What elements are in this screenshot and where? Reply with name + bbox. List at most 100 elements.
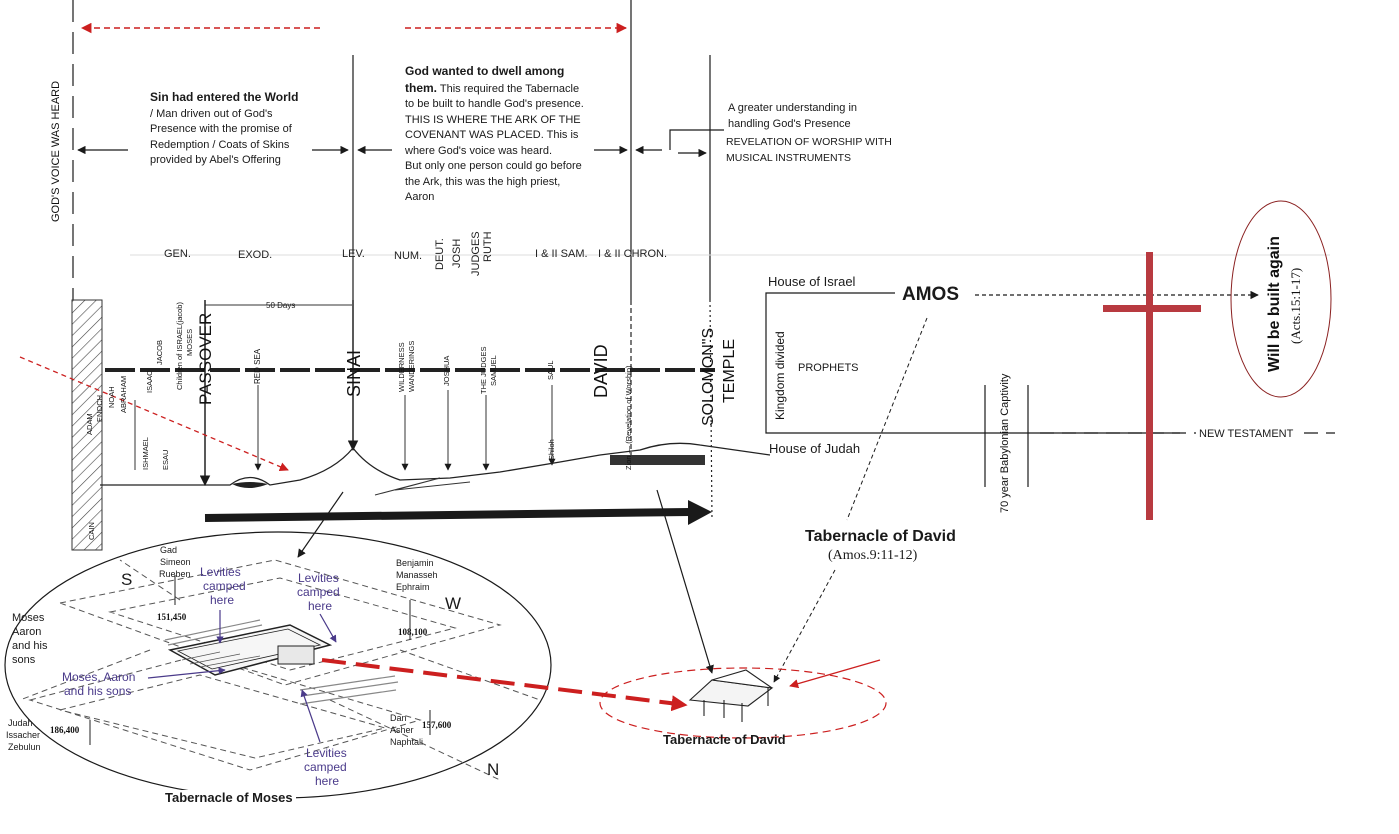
- tribe-simeon: Simeon: [160, 557, 191, 567]
- book-chron: I & II CHRON.: [598, 248, 668, 260]
- compass-s: S: [121, 570, 133, 589]
- wilderness-zigzag: [374, 477, 471, 496]
- moses-aaron-arrow: [147, 667, 226, 679]
- levities-3b: camped: [304, 760, 347, 774]
- house-israel-label: House of Israel: [768, 274, 856, 289]
- kingdom-bracket: [765, 292, 1180, 434]
- fifty-days-label: 50 Days: [266, 301, 296, 310]
- tribe-dan: Dan: [390, 713, 407, 723]
- tabernacle-tent-box: [277, 645, 315, 665]
- sin-rest: / Man driven out of God's Presence with …: [150, 107, 292, 167]
- cain-label: CAIN: [87, 522, 96, 540]
- city-david: [610, 455, 705, 465]
- tribe-rueben: Rueben: [159, 569, 191, 579]
- levities-2a: Levities: [298, 571, 339, 585]
- moses-left-3: and his: [12, 640, 48, 652]
- count-157: 157,600: [422, 720, 452, 730]
- red-sea-water: [232, 482, 268, 488]
- camp-grid: [19, 559, 541, 781]
- cross-vertical: [1146, 252, 1153, 520]
- dwell-paragraph: God wanted to dwell among them. This req…: [405, 64, 591, 206]
- levities-1c: here: [210, 593, 235, 607]
- tab-david-tent: [688, 669, 774, 722]
- acts-ref-label: (Acts.15:1-17): [1288, 267, 1303, 344]
- amos-ref-label: (Amos.9:11-12): [828, 548, 918, 563]
- revelation-paragraph: REVELATION OF WORSHIP WITH MUSICAL INSTR…: [726, 136, 892, 164]
- house-judah-label: House of Judah: [769, 441, 861, 456]
- tab-david-ellipse: [599, 667, 887, 739]
- count-108: 108,100: [398, 627, 428, 637]
- shiloh-label: Shiloh: [547, 439, 556, 460]
- tab-david-dashed-arrow: [773, 569, 836, 683]
- tribe-ephraim: Ephraim: [396, 582, 430, 592]
- progress-bar: [204, 508, 691, 522]
- moses-label: MOSES: [185, 328, 194, 356]
- esau-label: ESAU: [161, 449, 170, 470]
- book-num: NUM.: [394, 250, 423, 262]
- temple-label: TEMPLE: [721, 338, 738, 403]
- tribe-zebulun: Zebulun: [8, 742, 41, 752]
- prophets-label: PROPHETS: [798, 362, 859, 374]
- abraham-label: ABRAHAM: [119, 375, 128, 413]
- ishmael-label: ISHMAEL: [141, 437, 150, 470]
- book-judges: JUDGES: [470, 231, 482, 276]
- tabernacle-court-stripes: [181, 651, 261, 668]
- jacob-label: JACOB: [155, 339, 164, 365]
- terrain-line: [100, 442, 771, 486]
- levities-1a: Levities: [200, 565, 241, 579]
- levities-arrow-3: [300, 689, 321, 743]
- kingdom-divided-label: Kingdom divided: [773, 331, 787, 420]
- levities-2c: here: [308, 599, 333, 613]
- enoch-label: ENOCH: [95, 394, 104, 422]
- new-testament-label: NEW TESTAMENT: [1196, 427, 1297, 442]
- moses-aaron-b1: Moses, Aaron: [62, 670, 136, 684]
- david-label: DAVID: [591, 344, 611, 398]
- book-josh: JOSH: [451, 238, 463, 268]
- samuel-label: SAMUEL: [489, 355, 498, 386]
- count-151: 151,450: [157, 612, 187, 622]
- book-deut: DEUT.: [434, 238, 446, 270]
- wanderings-label: WANDERINGS: [407, 340, 416, 392]
- levities-3c: here: [315, 774, 340, 788]
- captivity-label: 70 year Babylonian Captivity: [999, 373, 1011, 513]
- dwell-bold: God wanted to dwell among them.: [405, 64, 565, 95]
- red-diagonal-arrow: [19, 356, 289, 472]
- sin-paragraph: Sin had entered the World / Man driven o…: [150, 90, 300, 169]
- sinai-label: SINAI: [344, 349, 364, 397]
- rebuilt-oval: [1230, 200, 1332, 398]
- tribe-issacher: Issacher: [6, 730, 41, 740]
- zion-label: Zion — (Revelation of Worship): [624, 365, 633, 470]
- passover-label: PASSOVER: [196, 312, 215, 405]
- book-exod: EXOD.: [238, 249, 273, 261]
- tab-moses-title: Tabernacle of Moses: [162, 790, 296, 805]
- built-again-label: Will be built again: [1266, 236, 1283, 372]
- amos-dashed-down: [846, 317, 928, 521]
- camp-ellipse: [4, 531, 552, 799]
- tribe-benjamin: Benjamin: [396, 558, 434, 568]
- levities-3a: Levities: [306, 746, 347, 760]
- progress-arrowhead: [688, 500, 712, 525]
- noah-label: NOAH: [107, 386, 116, 408]
- moses-aaron-b2: and his sons: [64, 684, 132, 698]
- book-gen: GEN.: [164, 248, 191, 260]
- moses-left-4: sons: [12, 654, 36, 666]
- sin-bold: Sin had entered the World: [150, 90, 299, 104]
- genesis-wall: [71, 299, 103, 551]
- compass-w: W: [445, 594, 462, 613]
- book-ruth: RUTH: [482, 231, 494, 262]
- moses-left-1: Moses: [12, 612, 45, 624]
- count-186: 186,400: [50, 725, 80, 735]
- joshua-label: JOSHUA: [442, 355, 451, 386]
- amos-label: AMOS: [902, 284, 959, 305]
- dwell-rest2: But only one person could go before the …: [405, 160, 582, 203]
- levities-1b: camped: [203, 579, 246, 593]
- solomon-label: SOLOMON"S: [700, 327, 717, 426]
- adam-label: ADAM: [85, 413, 94, 435]
- red-sea-label: RED SEA: [253, 348, 262, 384]
- levities-arrow-2: [319, 613, 337, 643]
- red-bold-dashed-arrow: [321, 658, 688, 712]
- cross-horizontal: [1103, 305, 1201, 312]
- greater-paragraph: A greater understanding in handling God'…: [728, 102, 858, 130]
- tribe-asher: Asher: [390, 725, 414, 735]
